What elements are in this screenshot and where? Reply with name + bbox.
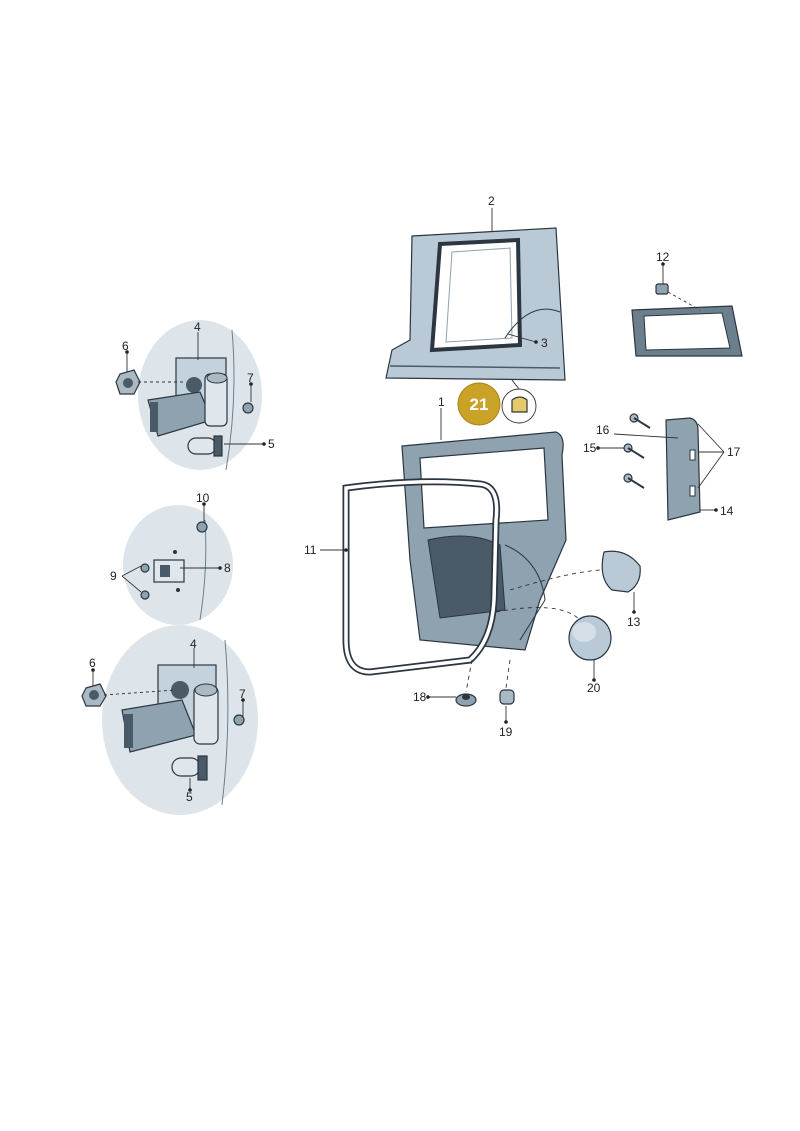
nut-7-lower (233, 714, 245, 726)
hinge-pin-5-upper (187, 435, 223, 457)
label-6-lower: 6 (89, 656, 96, 670)
label-16: 16 (596, 423, 610, 437)
screw-16 (629, 413, 651, 429)
label-7-lower: 7 (239, 687, 246, 701)
label-14: 14 (720, 504, 734, 518)
body-door-opening (385, 227, 566, 381)
label-3: 3 (541, 336, 548, 350)
label-20: 20 (587, 681, 601, 695)
clip-18 (455, 693, 477, 707)
door-check-group (123, 505, 233, 625)
door-shell (401, 431, 567, 651)
label-17: 17 (727, 445, 741, 459)
screw-15 (623, 443, 645, 459)
label-2: 2 (488, 194, 495, 208)
bolt-6-lower (81, 683, 107, 707)
label-6-upper: 6 (122, 339, 129, 353)
trim-strip (665, 417, 701, 521)
leader-dots (91, 262, 718, 792)
label-5-lower: 5 (186, 790, 193, 804)
nut-7-upper (242, 402, 254, 414)
callout-21-number: 21 (470, 395, 489, 414)
window-frame-panel (631, 283, 743, 357)
part-labels: 1 2 3 4 5 6 7 8 9 10 11 12 13 14 15 16 1… (89, 194, 741, 804)
label-1: 1 (438, 395, 445, 409)
callout-21: 21 (457, 379, 537, 426)
label-19: 19 (499, 725, 513, 739)
hinge-pin-5-lower (171, 755, 208, 781)
label-5-upper: 5 (268, 437, 275, 451)
label-11: 11 (304, 543, 317, 557)
label-7-upper: 7 (247, 371, 254, 385)
label-4-upper: 4 (194, 320, 201, 334)
door-seal (342, 478, 501, 676)
label-9: 9 (110, 569, 117, 583)
label-4-lower: 4 (190, 637, 197, 651)
label-12: 12 (656, 250, 670, 264)
label-15: 15 (583, 441, 597, 455)
cover-13 (601, 550, 641, 593)
label-8: 8 (224, 561, 231, 575)
upper-hinge-group (138, 320, 262, 471)
clip-19 (499, 689, 515, 705)
label-18: 18 (413, 690, 427, 704)
label-13: 13 (627, 615, 641, 629)
bolt-6-upper (115, 369, 141, 395)
label-10: 10 (196, 491, 210, 505)
screw-15b (623, 473, 645, 489)
cap-20 (568, 615, 612, 661)
leader-lines (92, 208, 725, 790)
lower-hinge-group (102, 625, 258, 815)
